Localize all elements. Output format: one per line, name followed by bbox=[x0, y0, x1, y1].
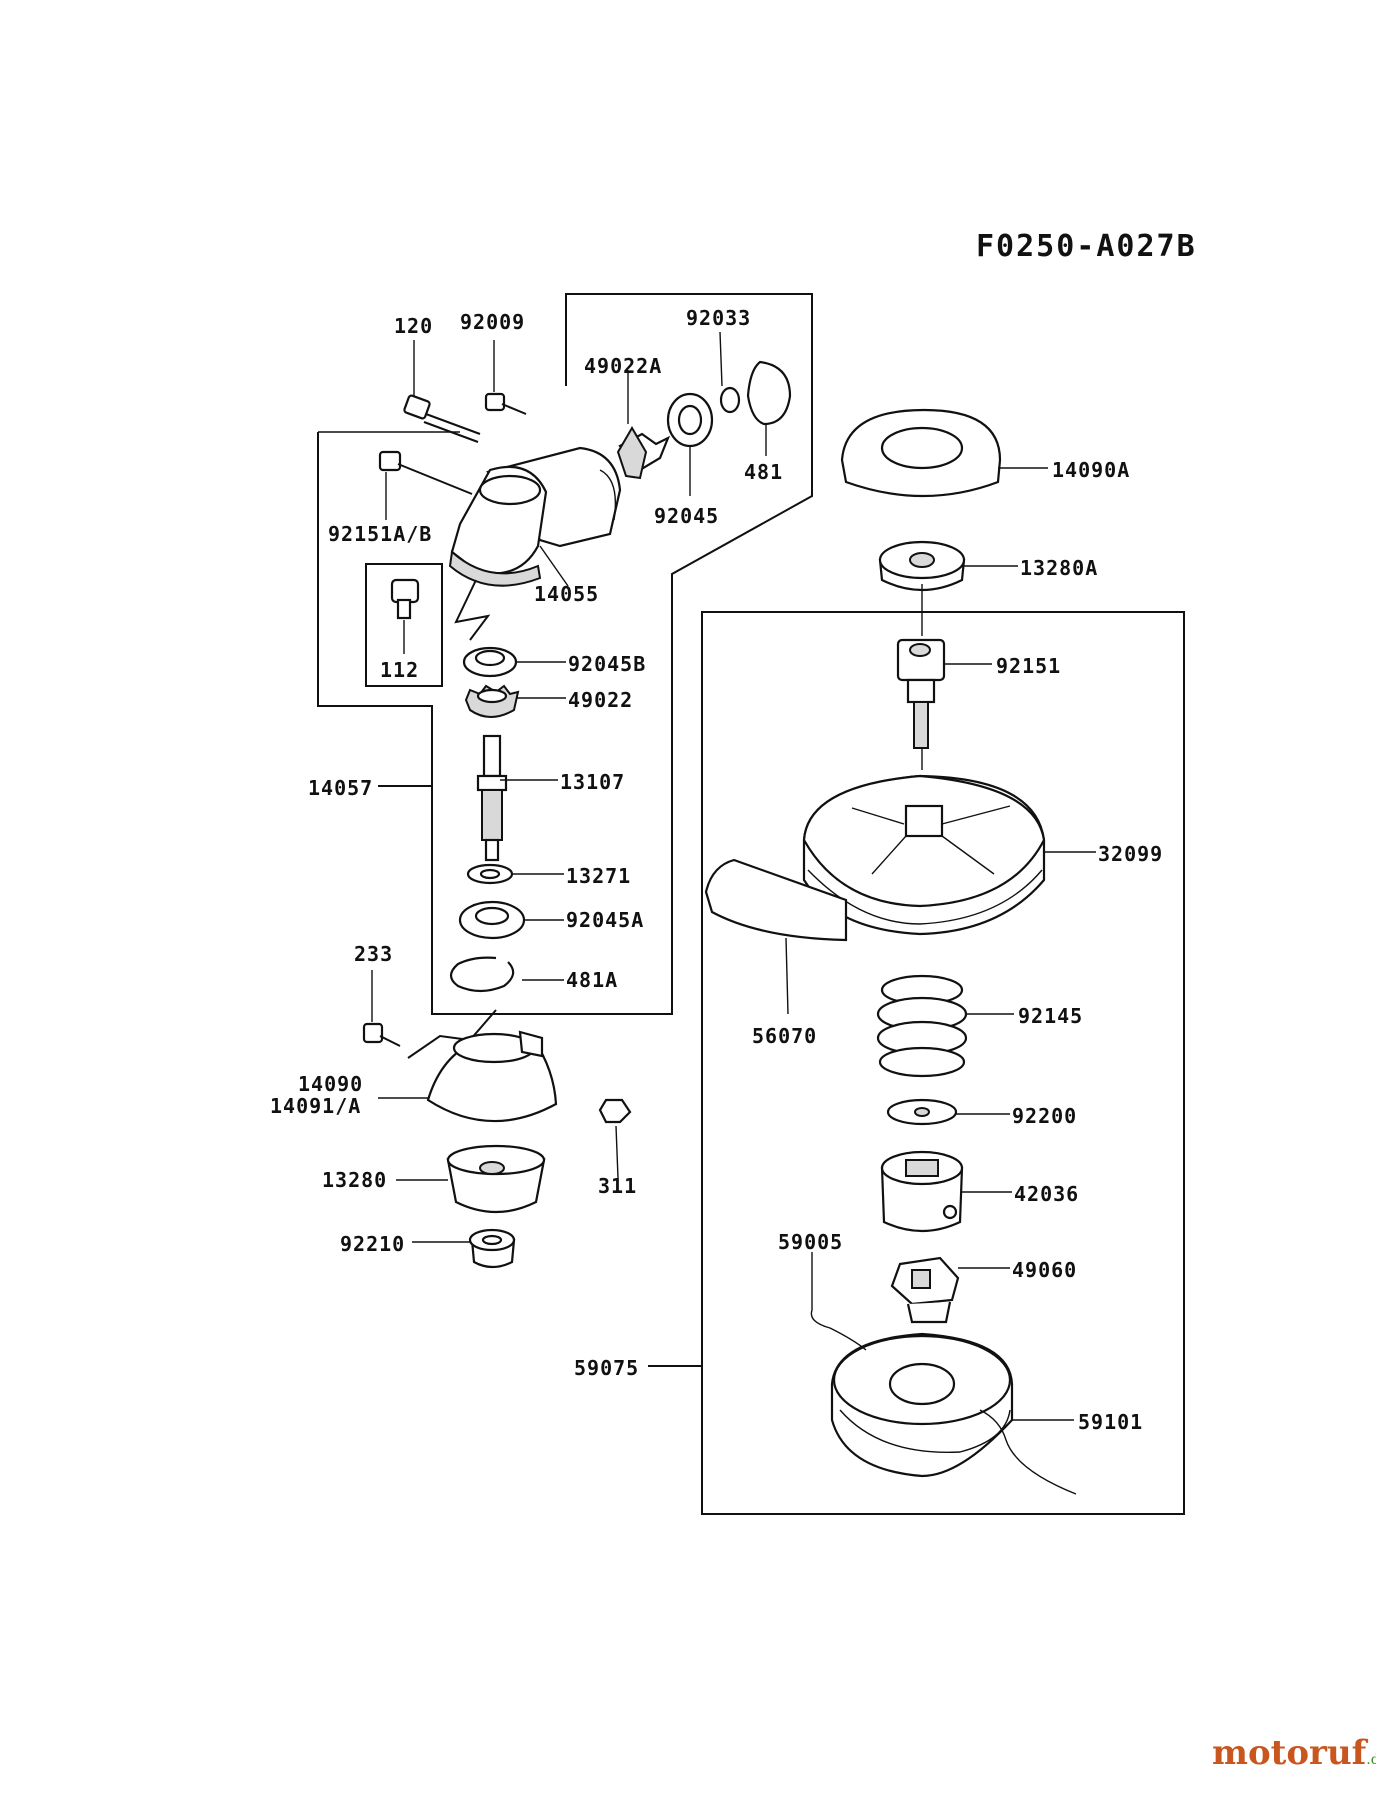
part-label-92145[interactable]: 92145 bbox=[1018, 1004, 1084, 1028]
circlip-481-icon bbox=[746, 360, 792, 456]
part-label-13280[interactable]: 13280 bbox=[322, 1168, 388, 1192]
watermark-suffix: .de bbox=[1366, 1752, 1376, 1768]
spool-housing-32099-icon bbox=[802, 774, 1096, 936]
part-label-14090[interactable]: 14090 bbox=[298, 1072, 364, 1096]
part-label-49060[interactable]: 49060 bbox=[1012, 1258, 1078, 1282]
part-label-49022[interactable]: 49022 bbox=[568, 688, 634, 712]
bolt-233-icon bbox=[362, 970, 497, 1059]
part-label-481a[interactable]: 481A bbox=[566, 968, 619, 992]
part-label-59005[interactable]: 59005 bbox=[778, 1230, 844, 1254]
gear-49022-icon bbox=[464, 684, 566, 718]
cover-14090a-icon bbox=[840, 408, 1048, 498]
bolt-92151-icon bbox=[896, 584, 992, 770]
part-label-92200[interactable]: 92200 bbox=[1012, 1104, 1078, 1128]
gear-case-14055-icon bbox=[448, 446, 622, 587]
part-label-311[interactable]: 311 bbox=[598, 1174, 638, 1198]
part-label-14057[interactable]: 14057 bbox=[308, 776, 374, 800]
diagram-code: F0250-A027B bbox=[976, 229, 1197, 264]
part-label-112[interactable]: 112 bbox=[380, 658, 420, 682]
washer-13271-icon bbox=[466, 863, 564, 885]
part-label-92151ab[interactable]: 92151A/B bbox=[328, 522, 433, 546]
part-label-56070[interactable]: 56070 bbox=[752, 1024, 818, 1048]
part-label-92210[interactable]: 92210 bbox=[340, 1232, 406, 1256]
part-label-92033[interactable]: 92033 bbox=[686, 306, 752, 330]
nut-311-icon bbox=[598, 1098, 632, 1179]
bearing-92045a-icon bbox=[458, 900, 564, 940]
part-label-13107[interactable]: 13107 bbox=[560, 770, 626, 794]
bolt-120-icon bbox=[403, 340, 481, 443]
bolt-112-icon bbox=[390, 578, 420, 654]
knob-42036-icon bbox=[880, 1150, 1012, 1233]
part-label-120[interactable]: 120 bbox=[394, 314, 434, 338]
bolt-92009-icon bbox=[484, 340, 527, 415]
part-label-14090a[interactable]: 14090A bbox=[1052, 458, 1131, 482]
part-label-14055[interactable]: 14055 bbox=[534, 582, 600, 606]
cutter-head-group-outline bbox=[701, 611, 1185, 1515]
guard-14090-icon bbox=[378, 1030, 558, 1123]
part-label-13271[interactable]: 13271 bbox=[566, 864, 632, 888]
bearing-92045b-icon bbox=[462, 646, 566, 678]
gear-case-group-outline bbox=[317, 293, 813, 1015]
break-line bbox=[454, 579, 491, 641]
eyelet-49060-icon bbox=[890, 1256, 1010, 1324]
cutting-line-56070-icon bbox=[704, 858, 848, 1015]
spring-92145-icon bbox=[876, 974, 1014, 1078]
part-label-92045a[interactable]: 92045A bbox=[566, 908, 645, 932]
part-label-92009[interactable]: 92009 bbox=[460, 310, 526, 334]
part-label-13280a[interactable]: 13280A bbox=[1020, 556, 1099, 580]
part-label-92151[interactable]: 92151 bbox=[996, 654, 1062, 678]
part-label-14091a[interactable]: 14091/A bbox=[270, 1094, 362, 1118]
part-label-233[interactable]: 233 bbox=[354, 942, 394, 966]
washer-92200-icon bbox=[886, 1098, 1010, 1126]
part-label-32099[interactable]: 32099 bbox=[1098, 842, 1164, 866]
washer-13280a-icon bbox=[878, 540, 1018, 592]
bolt-92151ab-icon bbox=[378, 450, 473, 520]
holder-13280-icon bbox=[396, 1144, 546, 1214]
shaft-13107-icon bbox=[476, 734, 558, 862]
part-label-59075[interactable]: 59075 bbox=[574, 1356, 640, 1380]
ring-92033-icon bbox=[719, 331, 741, 414]
part-label-42036[interactable]: 42036 bbox=[1014, 1182, 1080, 1206]
part-label-49022a[interactable]: 49022A bbox=[584, 354, 663, 378]
spool-59101-icon bbox=[830, 1332, 1074, 1478]
part-label-92045b[interactable]: 92045B bbox=[568, 652, 647, 676]
watermark-logo: motoruf.de bbox=[1212, 1736, 1376, 1770]
bearing-92045-icon bbox=[666, 392, 714, 496]
bolt-112-box bbox=[365, 563, 443, 687]
part-label-59101[interactable]: 59101 bbox=[1078, 1410, 1144, 1434]
nut-92210-icon bbox=[412, 1228, 516, 1269]
trimmer-line-59005-icon bbox=[810, 1252, 1077, 1495]
part-label-481[interactable]: 481 bbox=[744, 460, 784, 484]
pinion-gear-49022a-icon bbox=[616, 370, 671, 480]
part-label-92045[interactable]: 92045 bbox=[654, 504, 720, 528]
circlip-481a-icon bbox=[449, 956, 564, 993]
watermark-text: motoruf bbox=[1212, 1733, 1367, 1773]
